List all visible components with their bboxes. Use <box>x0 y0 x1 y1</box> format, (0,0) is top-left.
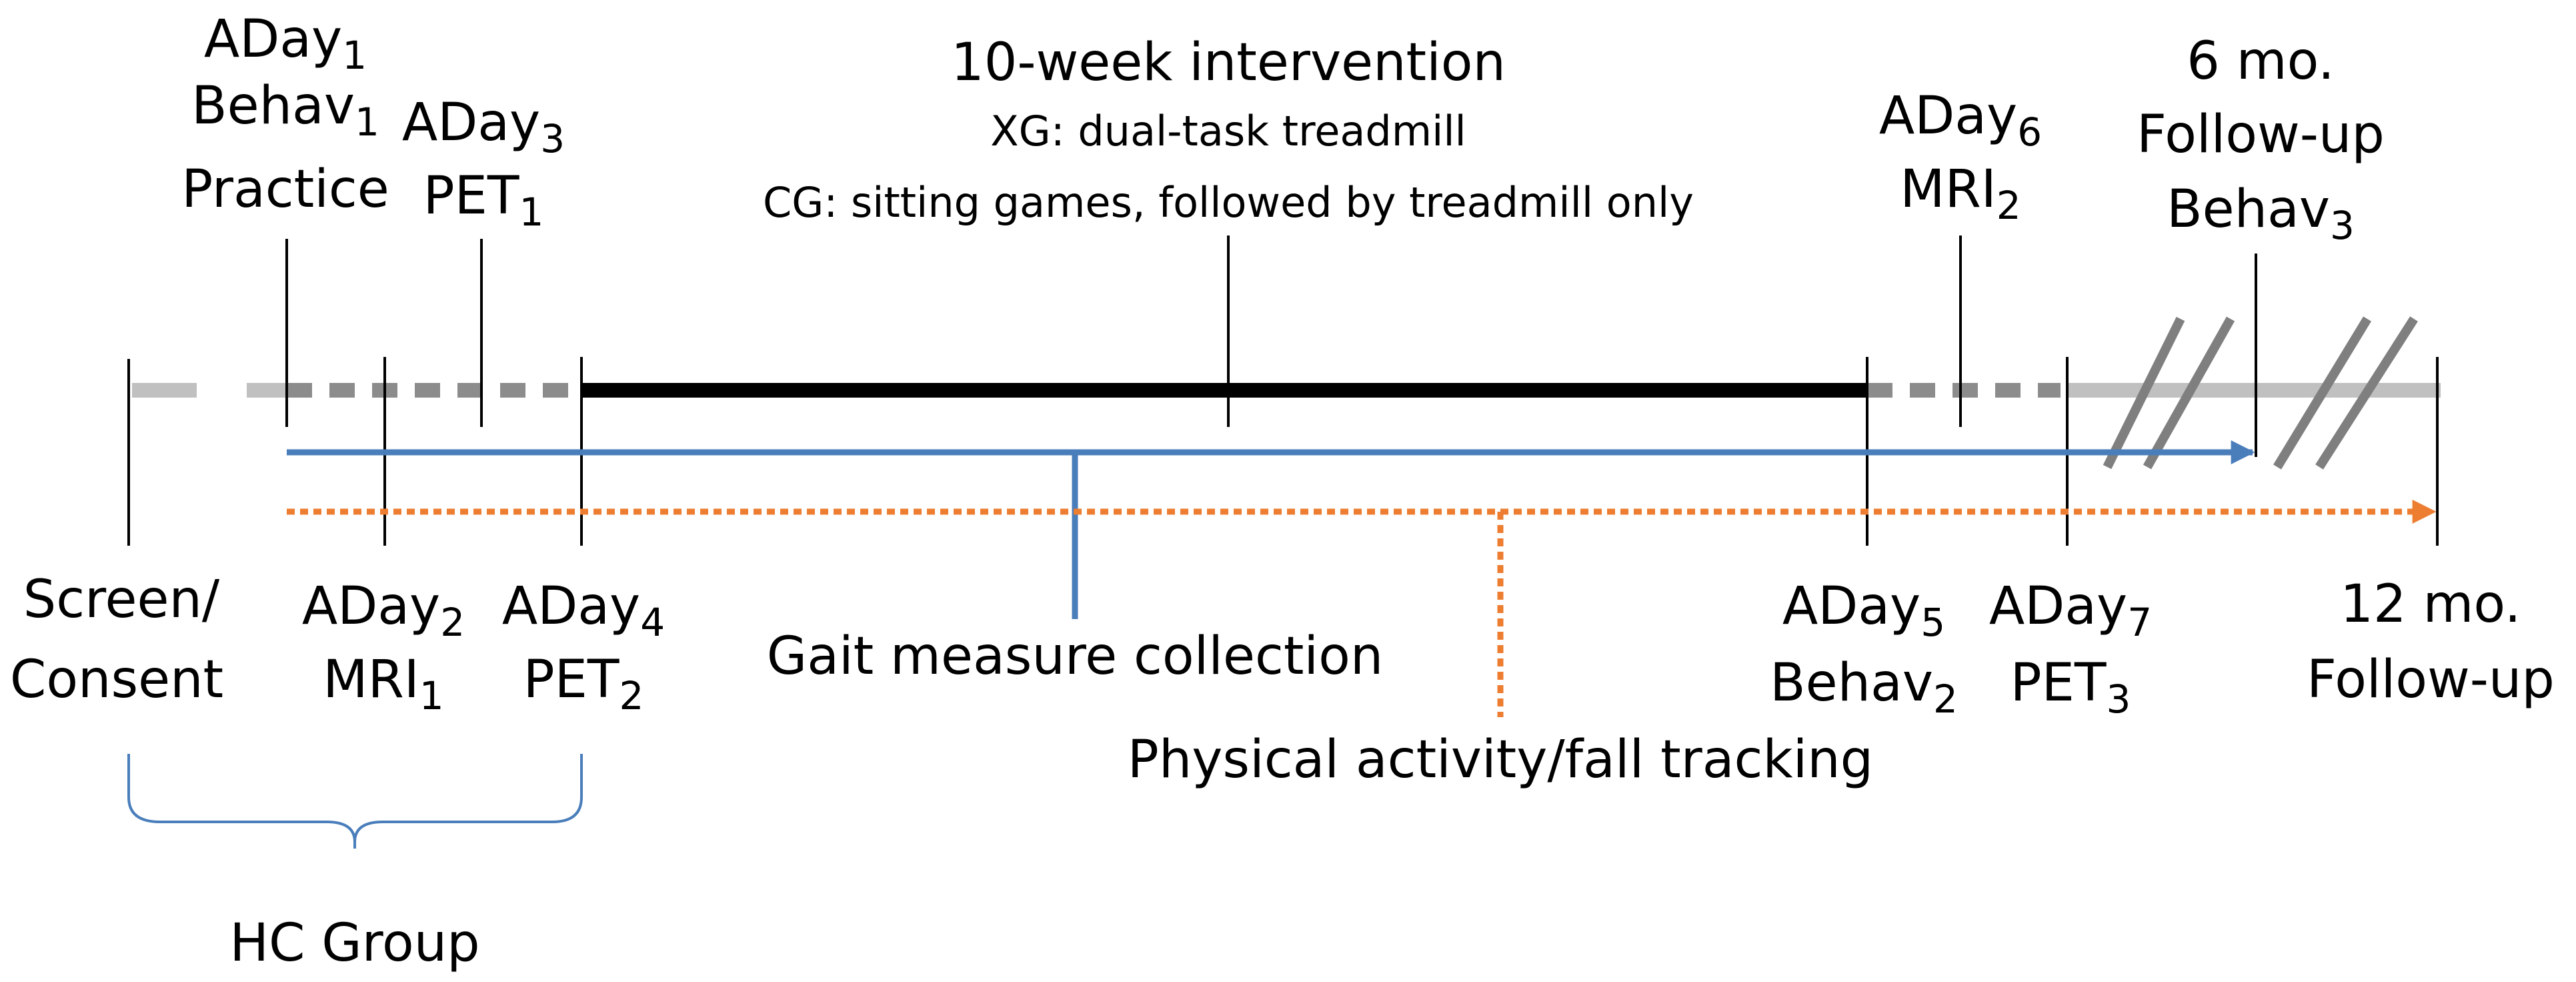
label-pet3: PET3 <box>2011 653 2131 722</box>
label-aday5-text: ADay <box>1782 576 1920 636</box>
svg-text:ADay5: ADay5 <box>1782 576 1945 645</box>
tracking-arrow <box>287 500 2437 717</box>
label-behav1-text: Behav <box>191 76 355 136</box>
label-behav3: Behav3 <box>2167 179 2355 248</box>
break-mark-2b <box>2315 316 2418 470</box>
label-mri1: MRI1 <box>323 650 443 718</box>
label-pet2-sub: 2 <box>619 673 644 718</box>
svg-text:MRI2: MRI2 <box>1900 159 2021 228</box>
svg-text:Behav3: Behav3 <box>2167 179 2355 248</box>
label-hc-group: HC Group <box>229 913 479 973</box>
label-aday2: ADay2 <box>302 576 465 645</box>
label-pet1-text: PET <box>423 166 519 226</box>
label-twelve-month: 12 mo. <box>2340 574 2521 634</box>
label-behav1: Behav1 <box>191 76 379 145</box>
label-aday6-sub: 6 <box>2017 109 2042 155</box>
label-behav2-text: Behav <box>1770 653 1933 713</box>
label-behav1-sub: 1 <box>355 99 379 145</box>
label-aday4-text: ADay <box>502 576 640 636</box>
label-aday1: ADay1 <box>204 9 367 78</box>
label-aday6-text: ADay <box>1879 86 2017 146</box>
label-pet2: PET2 <box>523 650 644 718</box>
label-aday7-sub: 7 <box>2127 600 2152 645</box>
label-twelve-month-follow-up: Follow-up <box>2307 650 2555 710</box>
break-mark-1a <box>2103 316 2185 470</box>
svg-text:PET2: PET2 <box>523 650 644 718</box>
label-pet1: PET1 <box>423 166 544 235</box>
label-aday3: ADay3 <box>402 93 565 161</box>
svg-text:ADay6: ADay6 <box>1879 86 2042 155</box>
svg-text:PET3: PET3 <box>2011 653 2131 722</box>
label-gait-collection: Gait measure collection <box>767 626 1384 686</box>
label-behav2: Behav2 <box>1770 653 1958 722</box>
svg-text:ADay2: ADay2 <box>302 576 465 645</box>
label-aday6: ADay6 <box>1879 86 2042 155</box>
label-aday5-sub: 5 <box>1920 600 1945 645</box>
svg-text:Behav2: Behav2 <box>1770 653 1958 722</box>
label-pet3-text: PET <box>2011 653 2107 713</box>
label-mri2-sub: 2 <box>1997 183 2021 228</box>
label-mri2: MRI2 <box>1900 159 2021 228</box>
label-aday3-text: ADay <box>402 93 540 153</box>
label-behav3-text: Behav <box>2167 179 2330 239</box>
label-physical-activity: Physical activity/fall tracking <box>1128 730 1873 790</box>
label-six-month-follow-up: Follow-up <box>2137 105 2385 165</box>
intervention-title: 10-week intervention <box>951 33 1506 93</box>
label-aday5: ADay5 <box>1782 576 1945 645</box>
svg-text:Behav1: Behav1 <box>191 76 379 145</box>
timeline-break-marks <box>2103 316 2418 470</box>
label-aday3-sub: 3 <box>540 116 565 161</box>
label-six-month: 6 mo. <box>2187 31 2335 91</box>
label-consent: Consent <box>10 650 223 710</box>
label-mri1-sub: 1 <box>419 673 444 718</box>
label-practice: Practice <box>181 159 389 219</box>
label-pet1-sub: 1 <box>519 189 544 235</box>
svg-text:MRI1: MRI1 <box>323 650 443 718</box>
svg-text:ADay7: ADay7 <box>1989 576 2152 645</box>
label-aday4: ADay4 <box>502 576 665 645</box>
cg-description: CG: sitting games, followed by treadmill… <box>763 178 1694 227</box>
label-aday2-sub: 2 <box>440 600 465 645</box>
label-aday1-text: ADay <box>204 9 342 69</box>
label-mri2-text: MRI <box>1900 159 1997 219</box>
svg-text:ADay1: ADay1 <box>204 9 367 78</box>
label-screen: Screen/ <box>23 570 220 630</box>
label-aday4-sub: 4 <box>640 600 665 645</box>
label-pet2-text: PET <box>523 650 619 710</box>
gait-measure-arrow <box>287 440 2255 619</box>
label-aday2-text: ADay <box>302 576 440 636</box>
xg-description: XG: dual-task treadmill <box>990 107 1466 155</box>
label-behav2-sub: 2 <box>1933 676 1958 722</box>
label-behav3-sub: 3 <box>2330 203 2355 248</box>
svg-text:PET1: PET1 <box>423 166 544 235</box>
break-mark-2a <box>2273 316 2371 470</box>
label-aday7-text: ADay <box>1989 576 2127 636</box>
label-mri1-text: MRI <box>323 650 419 710</box>
hc-group-brace <box>127 754 583 849</box>
break-mark-1b <box>2143 316 2235 470</box>
svg-text:ADay3: ADay3 <box>402 93 565 161</box>
label-pet3-sub: 3 <box>2107 676 2131 722</box>
svg-text:ADay4: ADay4 <box>502 576 665 645</box>
label-aday7: ADay7 <box>1989 576 2152 645</box>
label-aday1-sub: 1 <box>342 33 367 78</box>
